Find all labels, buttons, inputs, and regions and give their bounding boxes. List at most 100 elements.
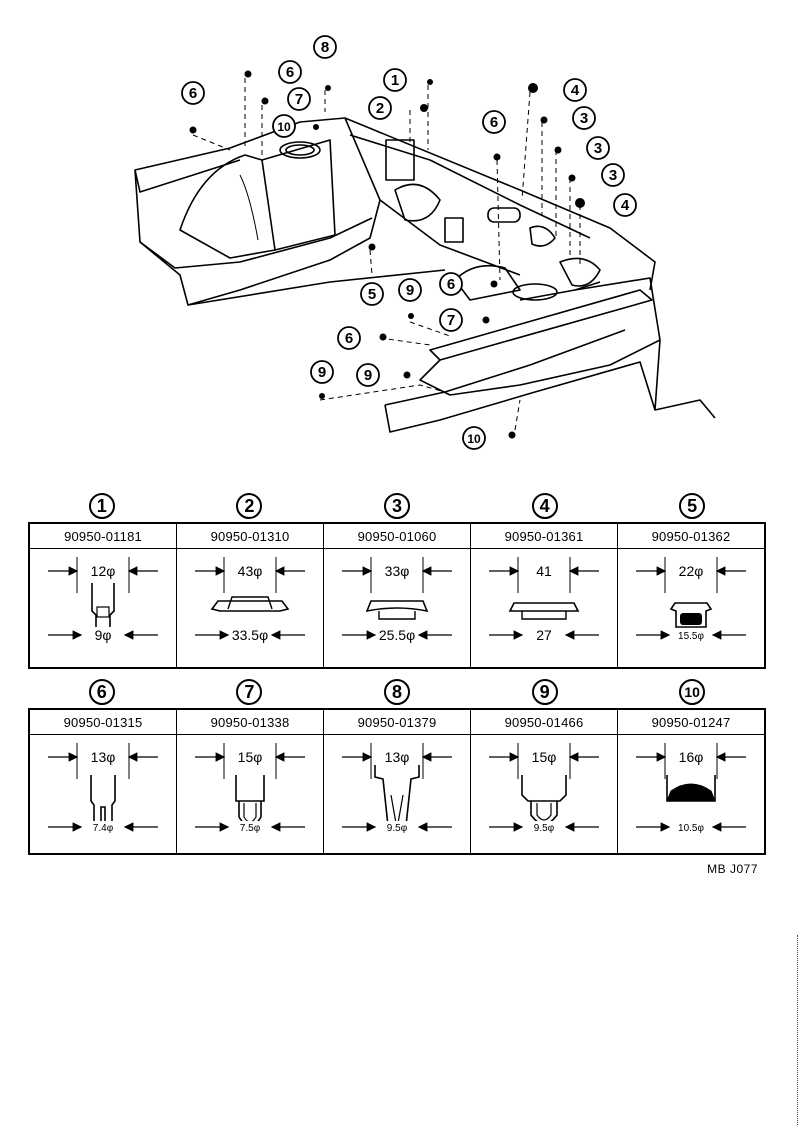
- top-diameter-label: 12φ: [89, 563, 117, 579]
- callout-3: 3: [601, 163, 625, 187]
- svg-text:6: 6: [345, 330, 353, 347]
- top-diameter-label: 33φ: [383, 563, 411, 579]
- callout-4: 4: [563, 78, 587, 102]
- svg-text:3: 3: [609, 167, 617, 184]
- part-number-circle: 5: [679, 493, 706, 519]
- callout-6: 6: [181, 81, 205, 105]
- part-code: 90950-01315: [30, 710, 176, 735]
- callout-10: 10: [272, 114, 296, 138]
- svg-text:3: 3: [580, 110, 588, 127]
- callout-6: 6: [278, 60, 302, 84]
- svg-text:1: 1: [391, 72, 399, 89]
- callout-4: 4: [613, 193, 637, 217]
- part-number-circle: 3: [383, 493, 410, 519]
- top-diameter-label: 16φ: [677, 749, 705, 765]
- page-edge-dots: [797, 935, 798, 1125]
- part-code: 90950-01247: [618, 710, 764, 735]
- part-callout-1: 1: [28, 490, 176, 522]
- clip-profile-figure: 16φ 10.5φ: [618, 735, 764, 853]
- bottom-diameter-label: 25.5φ: [377, 627, 417, 643]
- svg-text:10: 10: [467, 432, 481, 446]
- bottom-diameter-label: 33.5φ: [230, 627, 270, 643]
- callout-8: 8: [313, 35, 337, 59]
- top-diameter-label: 15φ: [236, 749, 264, 765]
- bottom-diameter-label: 9φ: [93, 627, 113, 643]
- bottom-diameter-label: 7.4φ: [91, 821, 115, 837]
- callout-10: 10: [462, 426, 486, 450]
- part-callout-9: 9: [471, 676, 619, 708]
- part-callout-2: 2: [176, 490, 324, 522]
- part-number-circle: 2: [236, 493, 263, 519]
- callout-1: 1: [383, 68, 407, 92]
- part-cell-10: 90950-01247 16φ 10.5φ: [618, 710, 764, 853]
- top-diameter-label: 13φ: [383, 749, 411, 765]
- svg-text:6: 6: [490, 114, 498, 131]
- part-cell-6: 90950-01315 13φ 7.4φ: [30, 710, 177, 853]
- top-diameter-label: 22φ: [677, 563, 705, 579]
- svg-text:9: 9: [406, 282, 414, 299]
- svg-text:5: 5: [368, 286, 376, 303]
- part-code: 90950-01181: [30, 524, 176, 549]
- svg-text:7: 7: [447, 312, 455, 329]
- callout-9: 9: [310, 360, 334, 384]
- part-number-circle: 6: [88, 679, 115, 705]
- clip-profile-figure: 13φ 7.4φ: [30, 735, 176, 853]
- top-diameter-label: 13φ: [89, 749, 117, 765]
- bottom-diameter-label: 10.5φ: [677, 821, 705, 837]
- svg-text:6: 6: [189, 85, 197, 102]
- top-diameter-label: 43φ: [236, 563, 264, 579]
- svg-text:10: 10: [277, 120, 291, 134]
- drawing-code: MB J077: [707, 862, 758, 876]
- part-cell-1: 90950-01181 12φ 9φ: [30, 524, 177, 667]
- bottom-diameter-label: 27: [535, 627, 553, 643]
- part-number-circle: 8: [383, 679, 410, 705]
- callout-5: 5: [360, 282, 384, 306]
- svg-text:7: 7: [295, 91, 303, 108]
- part-callout-7: 7: [176, 676, 324, 708]
- bottom-diameter-label: 9.5φ: [532, 821, 556, 837]
- callout-9: 9: [398, 278, 422, 302]
- part-callout-6: 6: [28, 676, 176, 708]
- callout-9: 9: [356, 363, 380, 387]
- callout-6: 6: [482, 110, 506, 134]
- callout-3: 3: [572, 106, 596, 130]
- part-number-circle: 7: [236, 679, 263, 705]
- part-code: 90950-01466: [471, 710, 617, 735]
- svg-text:8: 8: [321, 39, 329, 56]
- part-number-circle: 9: [531, 679, 558, 705]
- part-callout-8: 8: [323, 676, 471, 708]
- callout-6: 6: [337, 326, 361, 350]
- svg-text:3: 3: [594, 140, 602, 157]
- part-callout-5: 5: [618, 490, 766, 522]
- svg-text:4: 4: [621, 197, 630, 214]
- part-code: 90950-01338: [177, 710, 323, 735]
- callout-7: 7: [287, 87, 311, 111]
- svg-text:6: 6: [286, 64, 294, 81]
- part-code: 90950-01379: [324, 710, 470, 735]
- clip-profile-figure: 43φ 33.5φ: [177, 549, 323, 667]
- svg-text:4: 4: [571, 82, 580, 99]
- bottom-diameter-label: 9.5φ: [385, 821, 409, 837]
- svg-text:2: 2: [376, 100, 384, 117]
- svg-text:9: 9: [318, 364, 326, 381]
- callout-6: 6: [439, 272, 463, 296]
- clip-profile-figure: 12φ 9φ: [30, 549, 176, 667]
- clip-profile-figure: 33φ 25.5φ: [324, 549, 470, 667]
- svg-text:9: 9: [364, 367, 372, 384]
- part-number-circle: 4: [531, 493, 558, 519]
- part-callout-3: 3: [323, 490, 471, 522]
- callout-3: 3: [586, 136, 610, 160]
- callout-2: 2: [368, 96, 392, 120]
- part-code: 90950-01361: [471, 524, 617, 549]
